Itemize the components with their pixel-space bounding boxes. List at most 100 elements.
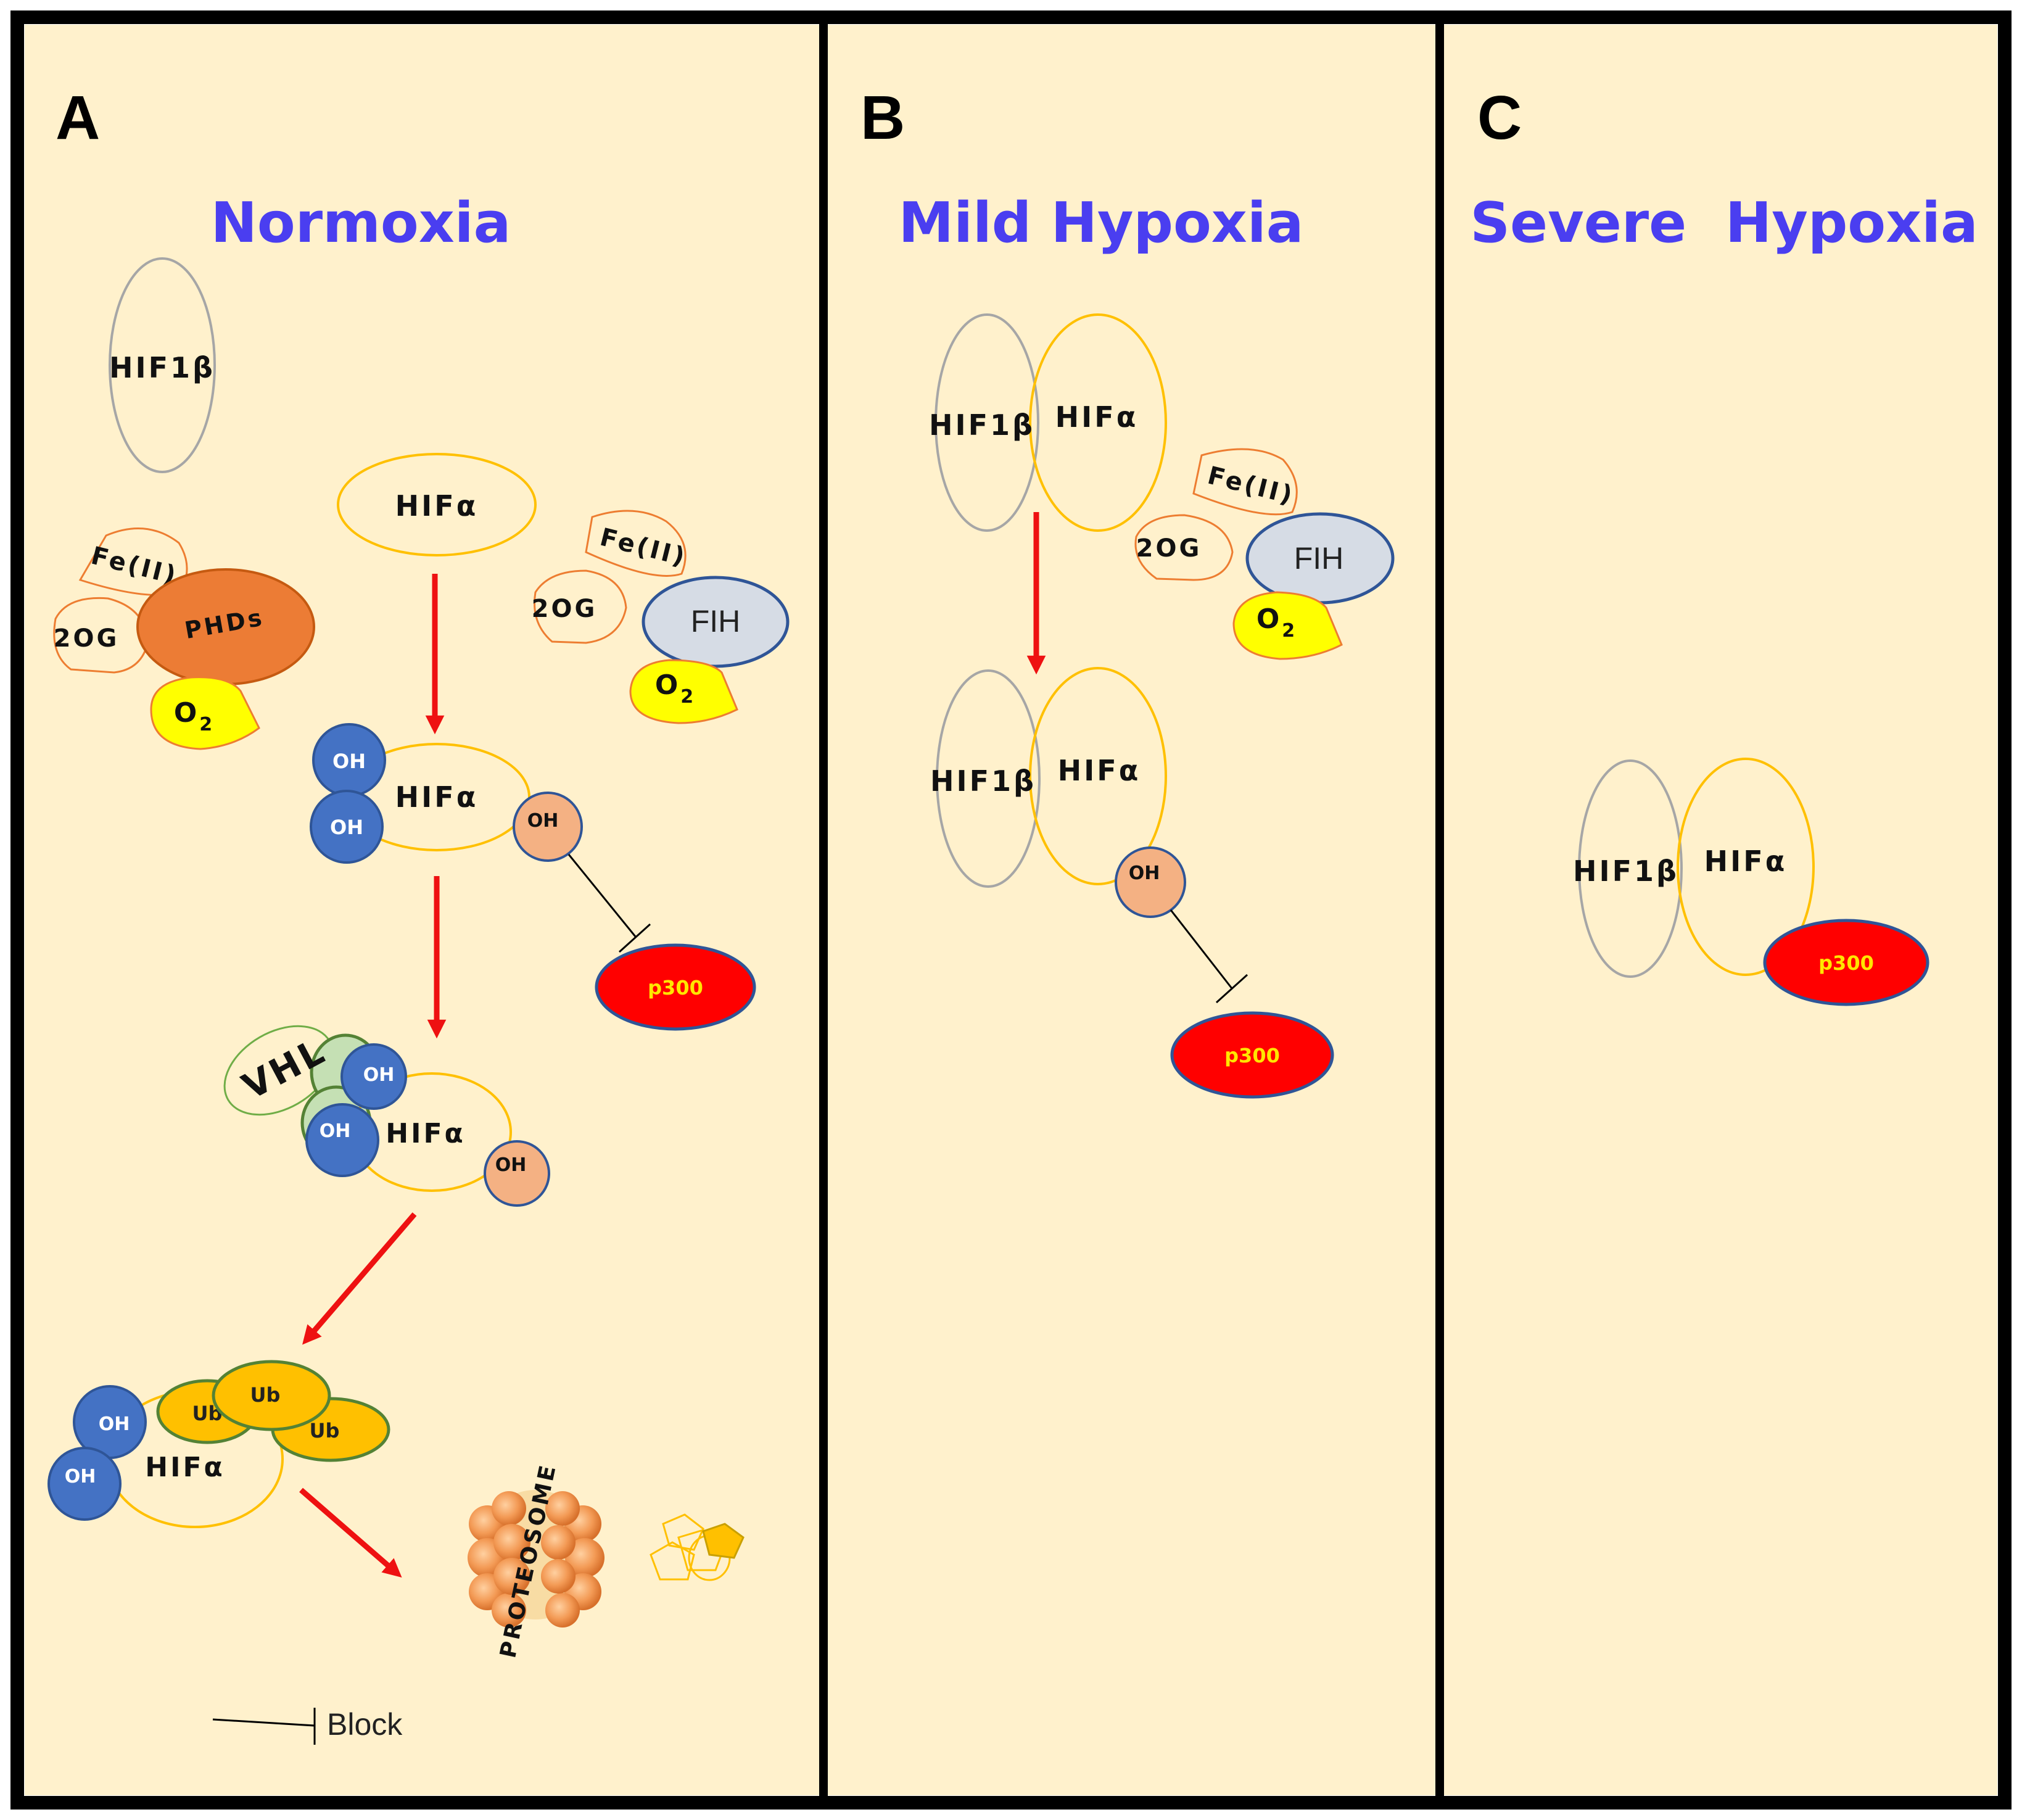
proteosome-subunit (545, 1593, 580, 1628)
block-legend-line (212, 1718, 315, 1727)
oh-label: OH (332, 750, 366, 773)
o2-base: O (655, 669, 680, 701)
arrow-degradation (299, 1487, 402, 1578)
panel-b-letter: B (860, 83, 905, 152)
p300-label: p300 (648, 976, 703, 999)
hydroxylated-hifa: HIFα OH OH OH (310, 723, 583, 864)
p300-oval (1763, 919, 1929, 1006)
hif1b-label: HIF1β (1573, 854, 1679, 888)
hifa-oval (1029, 313, 1167, 532)
2og-label: 2OG (54, 624, 120, 653)
fe2-drop (1192, 448, 1298, 516)
panel-a-background (25, 25, 820, 1795)
outer-border (10, 10, 2012, 1810)
panel-c-background (1443, 25, 1997, 1795)
p300-label: p300 (1224, 1044, 1280, 1067)
proteosome-subunit (541, 1559, 576, 1594)
hif1b-label: HIF1β (930, 764, 1036, 798)
oh-label: OH (65, 1466, 96, 1487)
arrow-ubiquitination (302, 1212, 417, 1345)
p300-label: p300 (1818, 951, 1874, 975)
proteosome-subunit (492, 1491, 526, 1526)
proteosome-subunit (545, 1491, 580, 1526)
block-line (1170, 909, 1233, 989)
p300-oval (595, 943, 756, 1031)
hif1b-label: HIF1β (109, 351, 215, 384)
panel-b-title: Mild Hypoxia (899, 191, 1304, 255)
degraded-fragments (650, 1513, 745, 1581)
oh-blue-circle (340, 1043, 407, 1110)
o2-drop (1232, 591, 1343, 660)
oh-salmon-circle (513, 792, 583, 862)
hifa-label: HIFα (145, 1452, 225, 1483)
proteosome-subunit (541, 1525, 576, 1560)
o2-sub: 2 (199, 714, 215, 735)
panel-a-title: Normoxia (211, 191, 511, 255)
hifa-label: HIFα (395, 780, 479, 814)
block-bar (618, 923, 651, 953)
oh-label: OH (320, 1120, 351, 1142)
o2-drop (629, 659, 738, 724)
oh-label: OH (99, 1413, 130, 1435)
block-bar (1215, 974, 1248, 1004)
hifa-label: HIFα (1704, 845, 1788, 878)
hif1b-oval (936, 669, 1041, 888)
hif1b-label: HIF1β (929, 408, 1035, 442)
fih-complex: Fe(II) 2OG FIH O2 (532, 510, 790, 724)
hifa-oval (1677, 758, 1815, 976)
oh-label: OH (363, 1064, 395, 1086)
fih-complex: Fe(II) 2OG FIH O2 (1134, 448, 1395, 660)
ub-label: Ub (310, 1419, 340, 1442)
panel-c-letter: C (1477, 83, 1522, 152)
vhl-complex: VHL HIFα OH OH OH (223, 1025, 550, 1207)
hifa-label: HIFα (1058, 754, 1141, 787)
block-line (567, 854, 637, 937)
2og-drop (1134, 514, 1234, 581)
active-dimer: HIF1β HIFα p300 (1573, 758, 1929, 1006)
o2-label: O2 (655, 669, 696, 708)
oh-label: OH (527, 810, 559, 832)
hifa-oval (1029, 667, 1167, 885)
proteosome-subunit (492, 1593, 526, 1628)
fih-oval (642, 576, 790, 668)
ubiquitinated-hifa: HIFα Ub Ub Ub OH OH (47, 1360, 390, 1528)
o2-sub: 2 (680, 686, 696, 708)
2og-label: 2OG (532, 595, 598, 623)
o2-base: O (1257, 603, 1282, 635)
fragment-outline (677, 1529, 726, 1571)
oh-label: OH (1129, 862, 1160, 884)
proteosome-subunit (493, 1524, 530, 1561)
proteosome-body (468, 1490, 605, 1628)
proteosome-subunit (493, 1558, 530, 1595)
o2-label: O2 (1257, 603, 1297, 642)
2og-drop (534, 569, 627, 644)
panel-a-letter: A (56, 83, 100, 152)
fih-label: FIH (1294, 541, 1344, 576)
hif1b-oval (109, 257, 216, 473)
fe2-drop (78, 527, 188, 596)
fragment-filled (702, 1523, 745, 1559)
proteosome-subunit (565, 1538, 605, 1578)
oh-blue-circle (310, 790, 384, 864)
oh-label: OH (330, 816, 363, 839)
block-legend-label: Block (327, 1707, 403, 1742)
hifa-label: HIFα (395, 489, 479, 523)
hifa-label: HIFα (386, 1118, 465, 1149)
oh-salmon-circle (1115, 846, 1186, 918)
ub-label: Ub (250, 1383, 281, 1407)
hifa-oval (337, 453, 537, 556)
hifa-label: HIFα (1055, 400, 1139, 434)
hif1b-oval (1578, 759, 1683, 978)
o2-base: O (174, 697, 199, 729)
fe2-drop (585, 510, 687, 577)
oh-blue-circle (305, 1103, 379, 1177)
oh-salmon-circle (484, 1140, 550, 1207)
phd-complex: Fe(II) 2OG PHDs O2 (53, 527, 315, 750)
ub-oval (212, 1360, 331, 1431)
oh-blue-circle (47, 1447, 122, 1521)
2og-label: 2OG (1136, 534, 1202, 563)
o2-drop (150, 676, 260, 750)
panel-c-title: Severe Hypoxia (1470, 191, 1978, 255)
dimer-hydroxylated: HIF1β HIFα OH (930, 667, 1186, 918)
